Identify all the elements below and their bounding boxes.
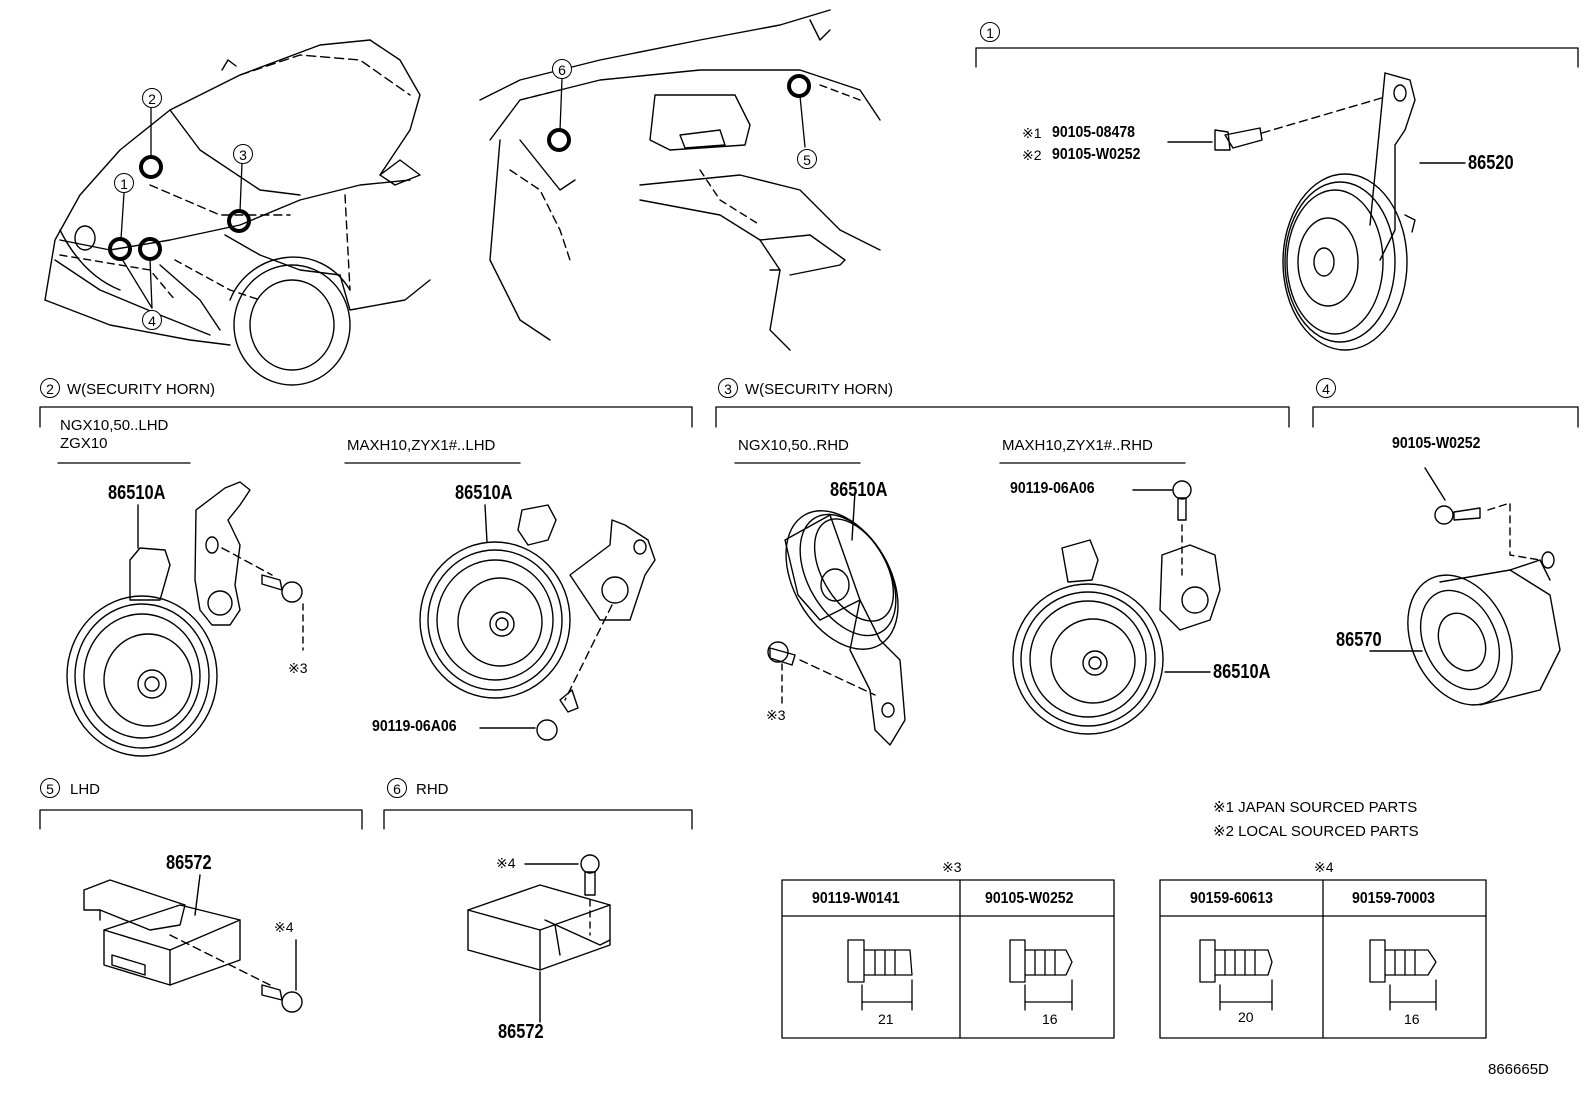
bolt-part-90119-06A06-s2: 90119-06A06 <box>372 718 457 735</box>
table-4-length-2: 16 <box>1404 1011 1420 1027</box>
siren-86570-drawing <box>1369 467 1561 706</box>
section-1-number: 1 <box>980 22 1000 42</box>
section-4-number: 4 <box>1316 378 1336 398</box>
location-markers <box>108 74 811 261</box>
horn-part-86510A-s2b: 86510A <box>455 482 513 504</box>
section-2-title: W(SECURITY HORN) <box>67 381 216 398</box>
callout-leaders <box>120 78 806 309</box>
bolt-part-90105-W0252-s4: 90105-W0252 <box>1392 435 1481 452</box>
section-2-bolt-note: ※3 <box>288 660 308 676</box>
table-4-header-2: 90159-70003 <box>1352 890 1435 907</box>
module-part-86572-rhd: 86572 <box>498 1021 544 1043</box>
section-6-number: 6 <box>387 778 407 798</box>
section-3-variant-a: NGX10,50..RHD <box>738 437 849 454</box>
bolt-part-90119-06A06-s3: 90119-06A06 <box>1010 480 1095 497</box>
section-brackets <box>39 47 1579 830</box>
bolt-part-90105-W0252: 90105-W0252 <box>1052 146 1141 163</box>
callout-5: 5 <box>797 149 817 169</box>
horn-section3-rhd-a <box>767 491 906 746</box>
drawing-id: 866665D <box>1488 1061 1549 1078</box>
section-2-variant-b: MAXH10,ZYX1#..LHD <box>347 437 496 454</box>
section-3-number: 3 <box>718 378 738 398</box>
callout-3: 3 <box>233 144 253 164</box>
bolt-part-90105-08478: 90105-08478 <box>1052 124 1135 141</box>
bolt-table-3 <box>781 879 1115 1039</box>
car-front-illustration <box>44 39 431 386</box>
section-5-number: 5 <box>40 778 60 798</box>
horn-part-86510A-s3b: 86510A <box>1213 661 1271 683</box>
local-sourced-mark: ※2 <box>1022 147 1042 163</box>
legend-japan-sourced: ※1 JAPAN SOURCED PARTS <box>1213 799 1418 816</box>
section-2-variant-a-line2: ZGX10 <box>60 435 108 452</box>
horn-section3-rhd-b <box>1012 480 1221 735</box>
table-4-header-1: 90159-60613 <box>1190 890 1273 907</box>
table-3-length-2: 16 <box>1042 1011 1058 1027</box>
section-3-variant-b: MAXH10,ZYX1#..RHD <box>1002 437 1153 454</box>
callout-6: 6 <box>552 59 572 79</box>
japan-sourced-mark: ※1 <box>1022 125 1042 141</box>
table-3-header-1: 90119-W0141 <box>812 890 900 907</box>
section-5-title: LHD <box>70 781 101 798</box>
section-2-number: 2 <box>40 378 60 398</box>
table-3-header-2: 90105-W0252 <box>985 890 1074 907</box>
horn-part-86520: 86520 <box>1468 152 1514 174</box>
table-4-length-1: 20 <box>1238 1009 1254 1025</box>
horn-86520-drawing <box>1167 72 1466 351</box>
section-5-bolt-note: ※4 <box>274 919 294 935</box>
section-6-bolt-note: ※4 <box>496 855 516 871</box>
bolt-table-4 <box>1159 879 1487 1039</box>
module-86572-lhd-drawing <box>83 874 303 1013</box>
callout-1: 1 <box>114 173 134 193</box>
horn-section2-lhd-b <box>419 504 656 741</box>
horn-section2-lhd-a <box>66 481 304 757</box>
callout-2: 2 <box>142 88 162 108</box>
table-3-label: ※3 <box>942 859 962 875</box>
section-2-variant-a-line1: NGX10,50..LHD <box>60 417 169 434</box>
section-3-bolt-note: ※3 <box>766 707 786 723</box>
section-3-title: W(SECURITY HORN) <box>745 381 894 398</box>
horn-part-86510A-s2a: 86510A <box>108 482 166 504</box>
legend-local-sourced: ※2 LOCAL SOURCED PARTS <box>1213 823 1419 840</box>
horn-part-86510A-s3a: 86510A <box>830 479 888 501</box>
callout-4: 4 <box>142 310 162 330</box>
table-4-label: ※4 <box>1314 859 1334 875</box>
module-86572-rhd-drawing <box>467 854 611 1023</box>
table-3-length-1: 21 <box>878 1011 894 1027</box>
siren-part-86570: 86570 <box>1336 629 1382 651</box>
dashboard-illustration <box>479 9 881 351</box>
section-6-title: RHD <box>416 781 449 798</box>
module-part-86572-lhd: 86572 <box>166 852 212 874</box>
